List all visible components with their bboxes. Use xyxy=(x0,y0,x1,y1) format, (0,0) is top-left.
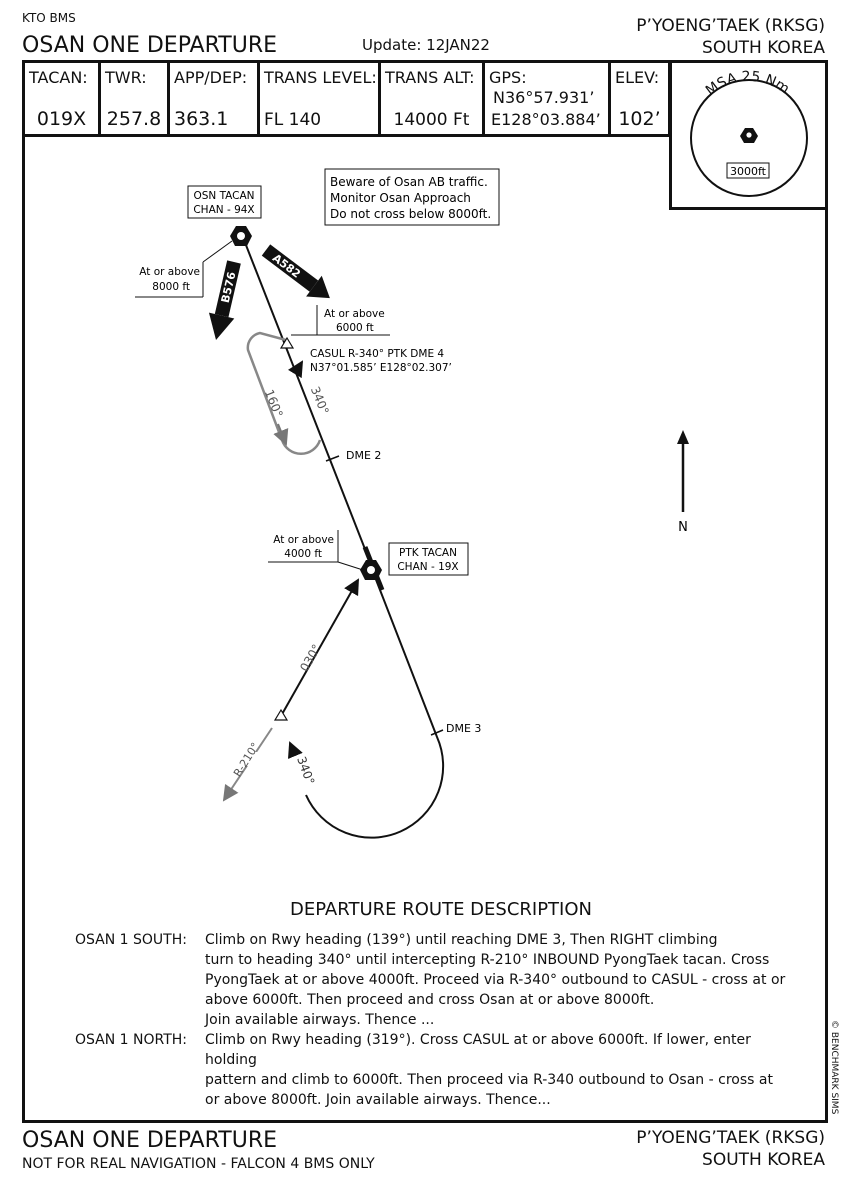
heading-030: 030° xyxy=(297,642,324,674)
casul-restriction-2: 6000 ft xyxy=(336,322,374,334)
update-date: Update: 12JAN22 xyxy=(362,36,490,54)
notice-line-3: Do not cross below 8000ft. xyxy=(330,207,491,221)
airway-a582-arrow: A582 xyxy=(261,244,330,299)
footer-airport: P’YOENG’TAEK (RKSG) xyxy=(636,1128,825,1148)
info-elev-label: ELEV: xyxy=(615,68,660,87)
north-label: N xyxy=(678,520,688,535)
route-line-osn-ptk xyxy=(243,239,373,568)
south-line-5: Join available airways. Thence ... xyxy=(205,1012,435,1028)
info-trans-alt-value: 14000 Ft xyxy=(393,110,470,130)
info-app-dep-value: 363.1 xyxy=(174,108,229,130)
info-trans-alt: TRANS ALT: 14000 Ft xyxy=(381,62,485,134)
route-line-south-turn xyxy=(305,576,445,839)
heading-340: 340° xyxy=(294,755,317,787)
info-tacan: TACAN: 019X xyxy=(25,62,101,134)
north-line-2: pattern and climb to 6000ft. Then procee… xyxy=(205,1072,773,1088)
info-gps-lon: E128°03.884’ xyxy=(491,110,601,129)
footer-title: OSAN ONE DEPARTURE xyxy=(22,1128,278,1153)
south-line-2: turn to heading 340° until intercepting … xyxy=(205,952,770,968)
casul-label-2: N37°01.585’ E128°02.307’ xyxy=(310,362,452,374)
info-tacan-value: 019X xyxy=(36,108,87,130)
info-elev-value: 102’ xyxy=(618,108,661,130)
info-trans-level-label: TRANS LEVEL: xyxy=(264,68,377,87)
dme2-label: DME 2 xyxy=(346,449,381,462)
notice-line-2: Monitor Osan Approach xyxy=(330,191,471,205)
info-bottom-rule xyxy=(25,134,671,137)
route-line-030 xyxy=(280,578,359,717)
airway-b576-arrow: B576 xyxy=(208,260,241,340)
north-label: OSAN 1 NORTH: xyxy=(75,1032,188,1048)
casul-label-1: CASUL R-340° PTK DME 4 xyxy=(310,348,444,360)
info-app-dep-label: APP/DEP: xyxy=(174,68,248,87)
casul-restriction-1: At or above xyxy=(324,308,385,320)
osn-tacan-icon xyxy=(230,226,252,246)
info-gps-lat: N36°57.931’ xyxy=(493,88,595,107)
page-title: OSAN ONE DEPARTURE xyxy=(22,33,278,58)
south-line-4: above 6000ft. Then proceed and cross Osa… xyxy=(205,992,655,1008)
osn-restriction-1: At or above xyxy=(139,266,200,278)
info-trans-alt-label: TRANS ALT: xyxy=(385,68,475,87)
msa-diagram: MSA 25 Nm 3000ft xyxy=(690,69,808,197)
info-gps-label: GPS: xyxy=(489,68,527,87)
osn-restriction-2: 8000 ft xyxy=(152,281,190,293)
country-name: SOUTH KOREA xyxy=(702,38,825,58)
msa-altitude: 3000ft xyxy=(730,165,767,178)
info-gps: GPS: N36°57.931’ E128°03.884’ xyxy=(485,62,611,134)
ptk-tacan-name: PTK TACAN xyxy=(399,547,457,559)
info-twr: TWR: 257.8 xyxy=(101,62,170,134)
ptk-restriction-2: 4000 ft xyxy=(284,548,322,560)
info-twr-value: 257.8 xyxy=(106,108,162,130)
chart-frame xyxy=(22,60,828,1123)
south-description: Climb on Rwy heading (139°) until reachi… xyxy=(205,930,805,1030)
hold-outbound-heading: 160° xyxy=(262,387,286,419)
msa-tacan-icon xyxy=(740,128,758,143)
footer-country: SOUTH KOREA xyxy=(702,1150,825,1170)
dme3-label: DME 3 xyxy=(446,722,481,735)
description-title: DEPARTURE ROUTE DESCRIPTION xyxy=(290,899,592,920)
info-tacan-label: TACAN: xyxy=(29,68,88,87)
info-trans-level-value: FL 140 xyxy=(264,110,322,130)
notice-line-1: Beware of Osan AB traffic. xyxy=(330,175,488,189)
copyright: © BENCHMARK SIMS xyxy=(829,1020,839,1115)
info-trans-level: TRANS LEVEL: FL 140 xyxy=(260,62,381,134)
footer-disclaimer: NOT FOR REAL NAVIGATION - FALCON 4 BMS O… xyxy=(22,1156,375,1172)
r210-fix-icon xyxy=(273,708,289,721)
casul-fix-icon xyxy=(279,336,295,349)
airport-name: P’YOENG’TAEK (RKSG) xyxy=(636,16,825,36)
south-label: OSAN 1 SOUTH: xyxy=(75,932,187,948)
north-line-1: Climb on Rwy heading (319°). Cross CASUL… xyxy=(205,1032,751,1068)
osn-tacan-name: OSN TACAN xyxy=(193,190,254,202)
info-app-dep: APP/DEP: 363.1 xyxy=(170,62,260,134)
departure-chart: Beware of Osan AB traffic. Monitor Osan … xyxy=(135,168,689,839)
msa-box: MSA 25 Nm 3000ft xyxy=(669,62,825,210)
north-description: Climb on Rwy heading (319°). Cross CASUL… xyxy=(205,1030,805,1110)
airway-b576-label: B576 xyxy=(219,270,239,304)
osn-tacan-channel: CHAN - 94X xyxy=(193,204,254,216)
airway-a582-label: A582 xyxy=(270,251,303,280)
ptk-restriction-1: At or above xyxy=(273,534,334,546)
south-line-3: PyongTaek at or above 4000ft. Proceed vi… xyxy=(205,972,786,988)
north-line-3: or above 8000ft. Join available airways.… xyxy=(205,1092,551,1108)
south-line-1: Climb on Rwy heading (139°) until reachi… xyxy=(205,932,718,948)
ptk-tacan-channel: CHAN - 19X xyxy=(397,561,458,573)
org-label: KTO BMS xyxy=(22,11,76,25)
ptk-tacan-icon xyxy=(360,560,382,580)
info-twr-label: TWR: xyxy=(105,68,147,87)
